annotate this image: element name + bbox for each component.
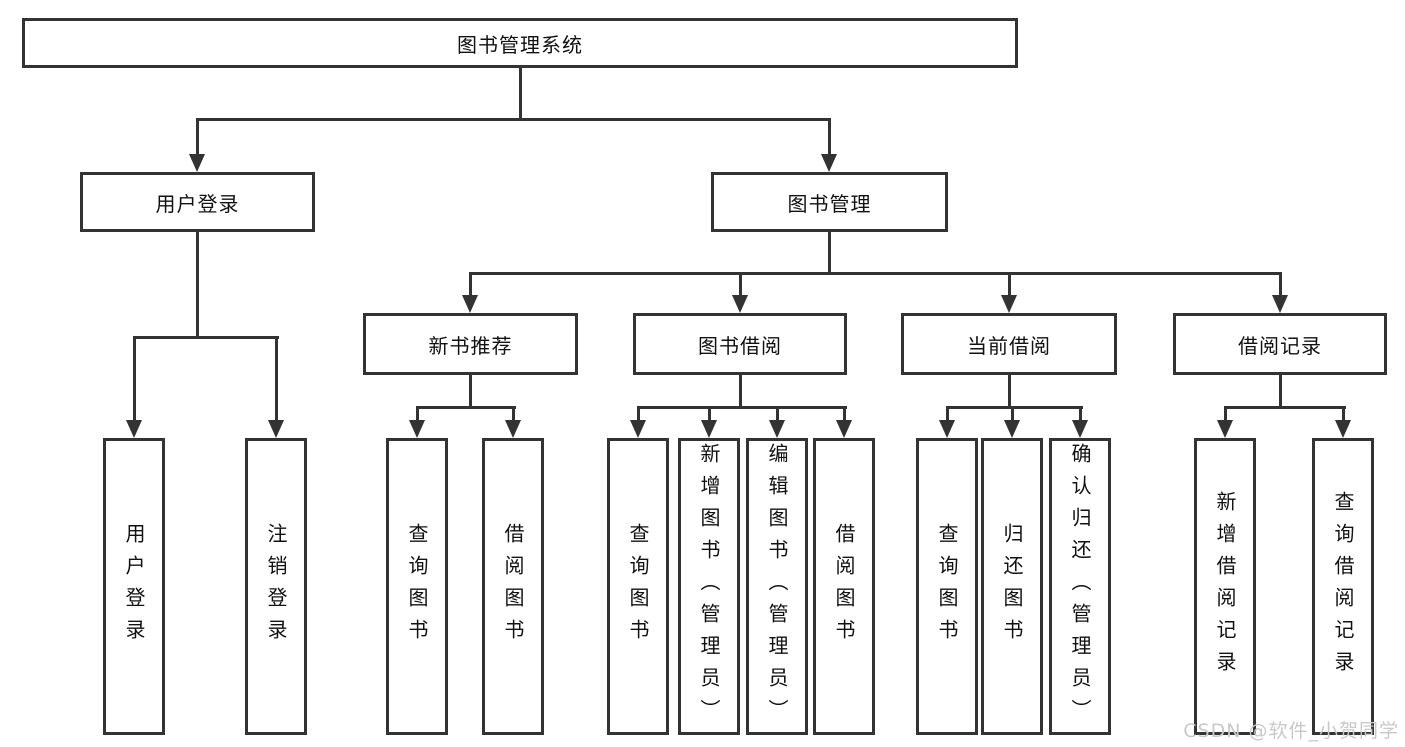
arrowhead-down-icon [1072,420,1088,438]
leaf-query-borrow-record: 查询借阅记录 [1312,438,1374,735]
line [828,118,831,158]
line [1011,406,1014,424]
line [1008,272,1011,301]
node-borrow-record-label: 借阅记录 [1238,333,1322,358]
line [133,336,279,339]
node-current-borrow: 当前借阅 [901,313,1117,375]
leaf-query-book-current-label: 查询图书 [935,522,959,651]
leaf-borrow-book-borrow: 借阅图书 [813,438,875,735]
line [275,336,278,424]
leaf-query-book-borrow-label: 查询图书 [626,522,650,651]
line [1279,375,1282,408]
line [196,118,831,121]
arrowhead-down-icon [939,420,955,438]
line [1342,406,1345,424]
node-new-book-recommend-label: 新书推荐 [428,333,513,358]
line [739,272,742,301]
line [776,406,779,424]
leaf-user-login: 用户登录 [103,438,165,735]
line [196,118,199,158]
leaf-add-book-admin: 新增图书（管理员） [678,438,740,735]
node-root: 图书管理系统 [22,18,1018,68]
arrowhead-down-icon [462,295,478,313]
line [1079,406,1082,424]
arrowhead-down-icon [1335,420,1351,438]
line [133,336,136,424]
arrowhead-down-icon [732,295,748,313]
line [469,375,472,408]
arrowhead-down-icon [126,420,142,438]
leaf-add-borrow-record-label: 新增借阅记录 [1213,490,1237,683]
line [196,232,199,338]
line [946,406,949,424]
arrowhead-down-icon [409,420,425,438]
arrowhead-down-icon [821,154,837,172]
node-borrow-record: 借阅记录 [1173,313,1387,375]
arrowhead-down-icon [268,420,284,438]
leaf-user-login-label: 用户登录 [122,522,146,651]
node-user-login: 用户登录 [80,172,315,232]
leaf-confirm-return-admin: 确认归还（管理员） [1049,438,1111,735]
csdn-watermark: CSDN @软件_小贺同学 [1183,720,1399,742]
node-book-borrow-label: 图书借阅 [698,333,782,358]
line [637,406,847,409]
line [843,406,846,424]
leaf-edit-book-admin-label: 编辑图书（管理员） [765,442,789,731]
leaf-borrow-book-recommend-label: 借阅图书 [501,522,525,651]
leaf-confirm-return-admin-label: 确认归还（管理员） [1068,442,1092,731]
arrowhead-down-icon [1001,295,1017,313]
node-user-login-label: 用户登录 [155,191,240,216]
line [1224,406,1346,409]
arrowhead-down-icon [189,154,205,172]
line [828,232,831,274]
arrowhead-down-icon [1272,295,1288,313]
node-book-borrow: 图书借阅 [633,313,847,375]
arrowhead-down-icon [769,420,785,438]
arrowhead-down-icon [1217,420,1233,438]
node-book-management: 图书管理 [711,172,948,232]
leaf-return-book-label: 归还图书 [1000,522,1024,651]
leaf-query-book-recommend: 查询图书 [386,438,448,735]
line [946,406,1083,409]
leaf-add-borrow-record: 新增借阅记录 [1194,438,1256,735]
arrowhead-down-icon [836,420,852,438]
leaf-query-borrow-record-label: 查询借阅记录 [1331,490,1355,683]
leaf-borrow-book-recommend: 借阅图书 [482,438,544,735]
line [708,406,711,424]
node-new-book-recommend: 新书推荐 [363,313,578,375]
arrowhead-down-icon [505,420,521,438]
node-current-borrow-label: 当前借阅 [967,333,1051,358]
arrowhead-down-icon [701,420,717,438]
line [469,272,472,301]
line [469,272,1282,275]
arrowhead-down-icon [630,420,646,438]
leaf-borrow-book-borrow-label: 借阅图书 [832,522,856,651]
line [1279,272,1282,301]
node-root-label: 图书管理系统 [457,32,583,57]
leaf-query-book-borrow: 查询图书 [607,438,669,735]
leaf-edit-book-admin: 编辑图书（管理员） [746,438,808,735]
leaf-logout-label: 注销登录 [264,522,288,651]
line [739,375,742,408]
leaf-query-book-recommend-label: 查询图书 [405,522,429,651]
leaf-query-book-current: 查询图书 [916,438,978,735]
node-book-management-label: 图书管理 [787,191,872,216]
leaf-return-book: 归还图书 [981,438,1043,735]
line [416,406,516,409]
leaf-logout: 注销登录 [245,438,307,735]
arrowhead-down-icon [1004,420,1020,438]
line [637,406,640,424]
leaf-add-book-admin-label: 新增图书（管理员） [697,442,721,731]
line [1224,406,1227,424]
line [416,406,419,424]
line [519,68,522,120]
line [1008,375,1011,408]
line [512,406,515,424]
